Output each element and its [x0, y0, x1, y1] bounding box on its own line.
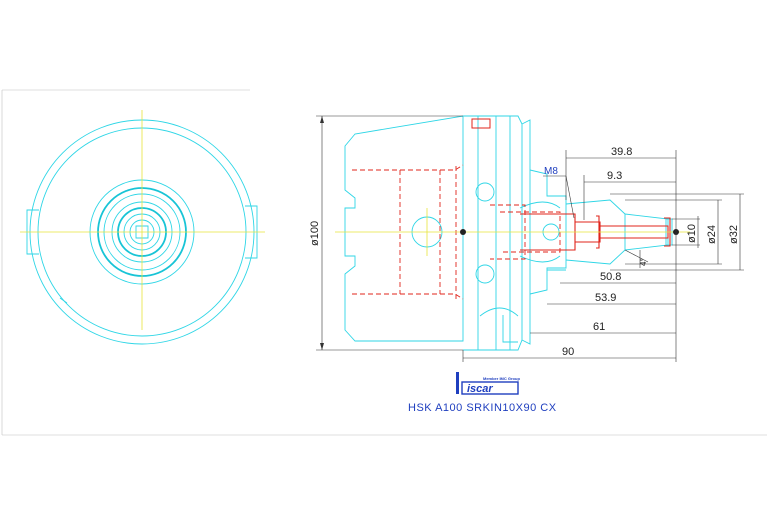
dim-53-9: 53.9: [595, 292, 616, 304]
side-view: [335, 115, 690, 351]
hidden-bore-bottom: [352, 293, 464, 300]
hidden-bore-top: [352, 164, 464, 171]
key-slot-edge: [502, 315, 518, 343]
hidden-clamp: [490, 204, 526, 260]
dim-39-8: 39.8: [611, 146, 632, 158]
frame-border: [1, 89, 767, 436]
flange-outline: [463, 115, 511, 351]
dim-d100: ø100: [309, 221, 321, 246]
hole-top: [475, 182, 495, 202]
marking-rect: [471, 118, 491, 129]
logo-subtext: Member IMC Group: [483, 376, 520, 381]
angle-label: 4°: [639, 258, 648, 266]
dim-90: 90: [562, 346, 574, 358]
dim-d32: ø32: [728, 225, 740, 244]
end-view: [20, 110, 265, 345]
dim-61: 61: [593, 321, 605, 333]
drawing-caption: HSK A100 SRKIN10X90 CX: [408, 402, 557, 414]
dim-d10: ø10: [686, 224, 698, 243]
hsk-shank-outline: [344, 115, 464, 342]
chamfer-mark: [59, 297, 68, 304]
key-slot: [479, 307, 519, 317]
thread-label: M8: [544, 166, 558, 177]
dim-50-8: 50.8: [600, 271, 621, 283]
square-drive: [135, 225, 149, 239]
dim-d24: ø24: [706, 225, 718, 244]
dim-9-3: 9.3: [607, 170, 622, 182]
iscar-logo: Member IMC Group iscar: [456, 372, 520, 395]
dimensions: [316, 115, 744, 362]
logo-text: iscar: [467, 383, 493, 395]
hole-bottom: [475, 264, 495, 284]
gauge-point: [460, 229, 466, 235]
